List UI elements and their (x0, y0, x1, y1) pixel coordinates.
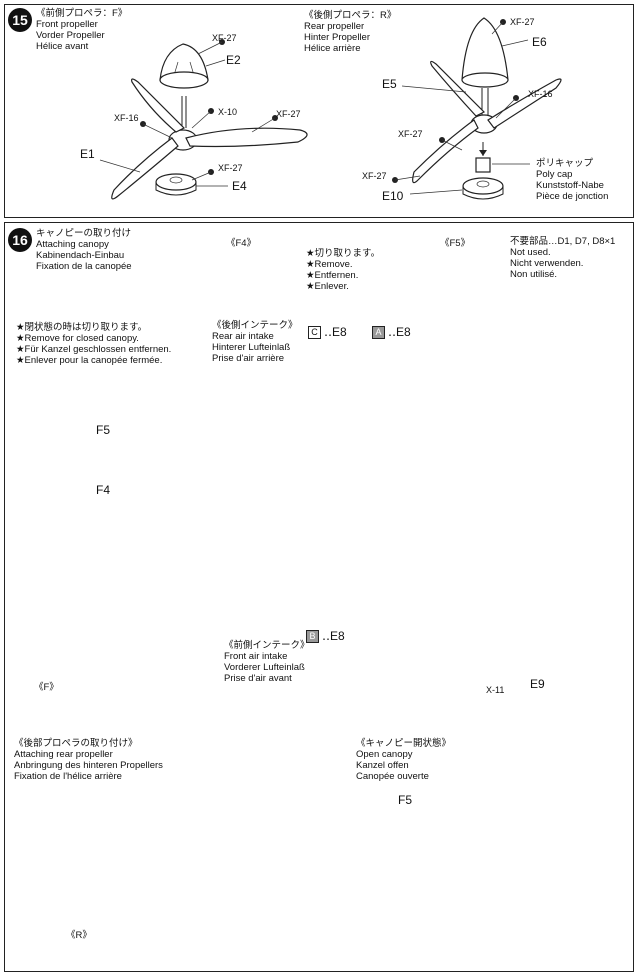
rear-prop-attach-en: Attaching rear propeller (14, 749, 113, 760)
callout-e10: E10 (382, 189, 404, 203)
rear-intake-fr: Prise d'air arrière (212, 353, 285, 364)
callout-xf27: XF-27 (212, 33, 237, 43)
step-16-panel (4, 222, 634, 972)
callout-f-propeller: 《F》 (34, 682, 59, 693)
callout-f5: F5 (96, 423, 111, 437)
closed-canopy-de: ★Für Kanzel geschlossen entfernen. (16, 344, 172, 355)
step-16-title-de: Kabinendach-Einbau (36, 250, 125, 261)
rear-propeller-title: 《後側プロペラ：R》 (304, 10, 397, 21)
callout-xf27: XF-27 (398, 129, 423, 139)
closed-canopy-jp: ★閉状態の時は切り取ります。 (16, 322, 148, 333)
step-16-title-fr: Fixation de la canopée (36, 261, 132, 272)
front-intake-jp: 《前側インテーク》 (224, 640, 310, 651)
color-code-a: A (372, 326, 385, 340)
unused-parts-jp: 不要部品…D1, D7, D8×1 (510, 236, 616, 247)
f5-detail-label: 《F5》 (440, 238, 471, 249)
step-16-caption: キャノピーの取り付け Attaching canopy Kabinendach-… (36, 228, 132, 272)
unused-parts-en: Not used. (510, 247, 551, 258)
callout-xf27: XF-27 (510, 17, 535, 27)
rear-propeller-drawing (392, 17, 562, 200)
callout-e6: E6 (532, 35, 547, 49)
poly-cap-jp: ポリキャップ (536, 158, 594, 169)
front-intake-en: Front air intake (224, 651, 288, 662)
callout-xf16: XF-16 (114, 113, 139, 123)
step-15-number: 15 (8, 8, 32, 32)
rear-intake-jp: 《後側インテーク》 (212, 320, 298, 331)
front-propeller-caption: 《前側プロペラ：F》 Front propeller Vorder Propel… (36, 8, 127, 52)
rear-prop-attach-de: Anbringung des hinteren Propellers (14, 760, 163, 771)
poly-cap-de: Kunststoff-Nabe (536, 180, 604, 191)
front-intake-note: 《前側インテーク》 Front air intake Vorderer Luft… (224, 640, 310, 684)
unused-parts-de: Nicht verwenden. (510, 258, 584, 269)
callout-r-propeller: 《R》 (66, 930, 92, 941)
callout-xf16: XF-16 (528, 89, 553, 99)
step-15-panel (4, 4, 634, 218)
callout-e5: E5 (382, 77, 397, 91)
callout-x11: X-11 (486, 685, 505, 695)
open-canopy-jp: 《キャノピー開状態》 (356, 738, 452, 749)
color-code-c: C (308, 326, 321, 340)
callout-open-f5: F5 (398, 793, 413, 807)
part-c-e8-label: ‥E8 (324, 325, 347, 339)
part-b-e8-label: ‥E8 (322, 629, 345, 643)
step-16-title-en: Attaching canopy (36, 239, 109, 250)
f4-detail-label: 《F4》 (226, 238, 257, 249)
open-canopy-fr: Canopée ouverte (356, 771, 429, 782)
rear-prop-attach-jp: 《後部プロペラの取り付け》 (14, 738, 138, 749)
color-code-b: B (306, 630, 319, 644)
unused-parts-fr: Non utilisé. (510, 269, 557, 280)
callout-e9: E9 (530, 677, 545, 691)
remove-note-en: ★Remove. (306, 259, 353, 270)
part-c-e8: C‥E8 (308, 325, 347, 340)
callout-e4: E4 (232, 179, 247, 193)
callout-xf27: XF-27 (276, 109, 301, 119)
rear-intake-note: 《後側インテーク》 Rear air intake Hinterer Lufte… (212, 320, 298, 364)
open-canopy-en: Open canopy (356, 749, 413, 760)
poly-cap-en: Poly cap (536, 169, 573, 180)
rear-intake-en: Rear air intake (212, 331, 274, 342)
closed-canopy-note: ★閉状態の時は切り取ります。 ★Remove for closed canopy… (16, 322, 171, 366)
front-propeller-title: 《前側プロペラ：F》 (36, 8, 128, 19)
step-16-title-jp: キャノピーの取り付け (36, 228, 132, 239)
poly-cap-fr: Pièce de jonction (536, 191, 609, 202)
front-propeller-en: Front propeller (36, 19, 98, 30)
remove-note-fr: ★Enlever. (306, 281, 349, 292)
callout-f4: F4 (96, 483, 111, 497)
poly-cap-caption: ポリキャップ Poly cap Kunststoff-Nabe Pièce de… (536, 158, 608, 202)
part-a-e8: A‥E8 (372, 325, 411, 340)
open-canopy-de: Kanzel offen (356, 760, 409, 771)
callout-xf27: XF-27 (362, 171, 387, 181)
front-intake-fr: Prise d'air avant (224, 673, 292, 684)
part-a-e8-label: ‥E8 (388, 325, 411, 339)
callout-e1: E1 (80, 147, 95, 161)
open-canopy-note: 《キャノピー開状態》 Open canopy Kanzel offen Cano… (356, 738, 451, 782)
rear-prop-attach-fr: Fixation de l'hélice arrière (14, 771, 122, 782)
rear-prop-attach-note: 《後部プロペラの取り付け》 Attaching rear propeller A… (14, 738, 163, 782)
rear-propeller-caption: 《後側プロペラ：R》 Rear propeller Hinter Propell… (304, 10, 396, 54)
rear-intake-de: Hinterer Lufteinlaß (212, 342, 291, 353)
part-b-e8: B‥E8 (306, 629, 345, 644)
front-propeller-de: Vorder Propeller (36, 30, 105, 41)
closed-canopy-fr: ★Enlever pour la canopée fermée. (16, 355, 163, 366)
rear-propeller-en: Rear propeller (304, 21, 365, 32)
callout-x10: X-10 (218, 107, 238, 117)
remove-note-jp: ★切り取ります。 (306, 248, 381, 259)
closed-canopy-en: ★Remove for closed canopy. (16, 333, 139, 344)
rear-propeller-fr: Hélice arrière (304, 43, 361, 54)
step-16-number: 16 (8, 228, 32, 252)
rear-propeller-de: Hinter Propeller (304, 32, 370, 43)
callout-e2: E2 (226, 53, 241, 67)
front-propeller-fr: Hélice avant (36, 41, 89, 52)
unused-parts-note: 不要部品…D1, D7, D8×1 Not used. Nicht verwen… (510, 236, 615, 280)
callout-xf27: XF-27 (218, 163, 243, 173)
remove-note: ★切り取ります。 ★Remove. ★Entfernen. ★Enlever. (306, 248, 380, 292)
remove-note-de: ★Entfernen. (306, 270, 359, 281)
front-intake-de: Vorderer Lufteinlaß (224, 662, 305, 673)
front-propeller-drawing (99, 39, 308, 200)
